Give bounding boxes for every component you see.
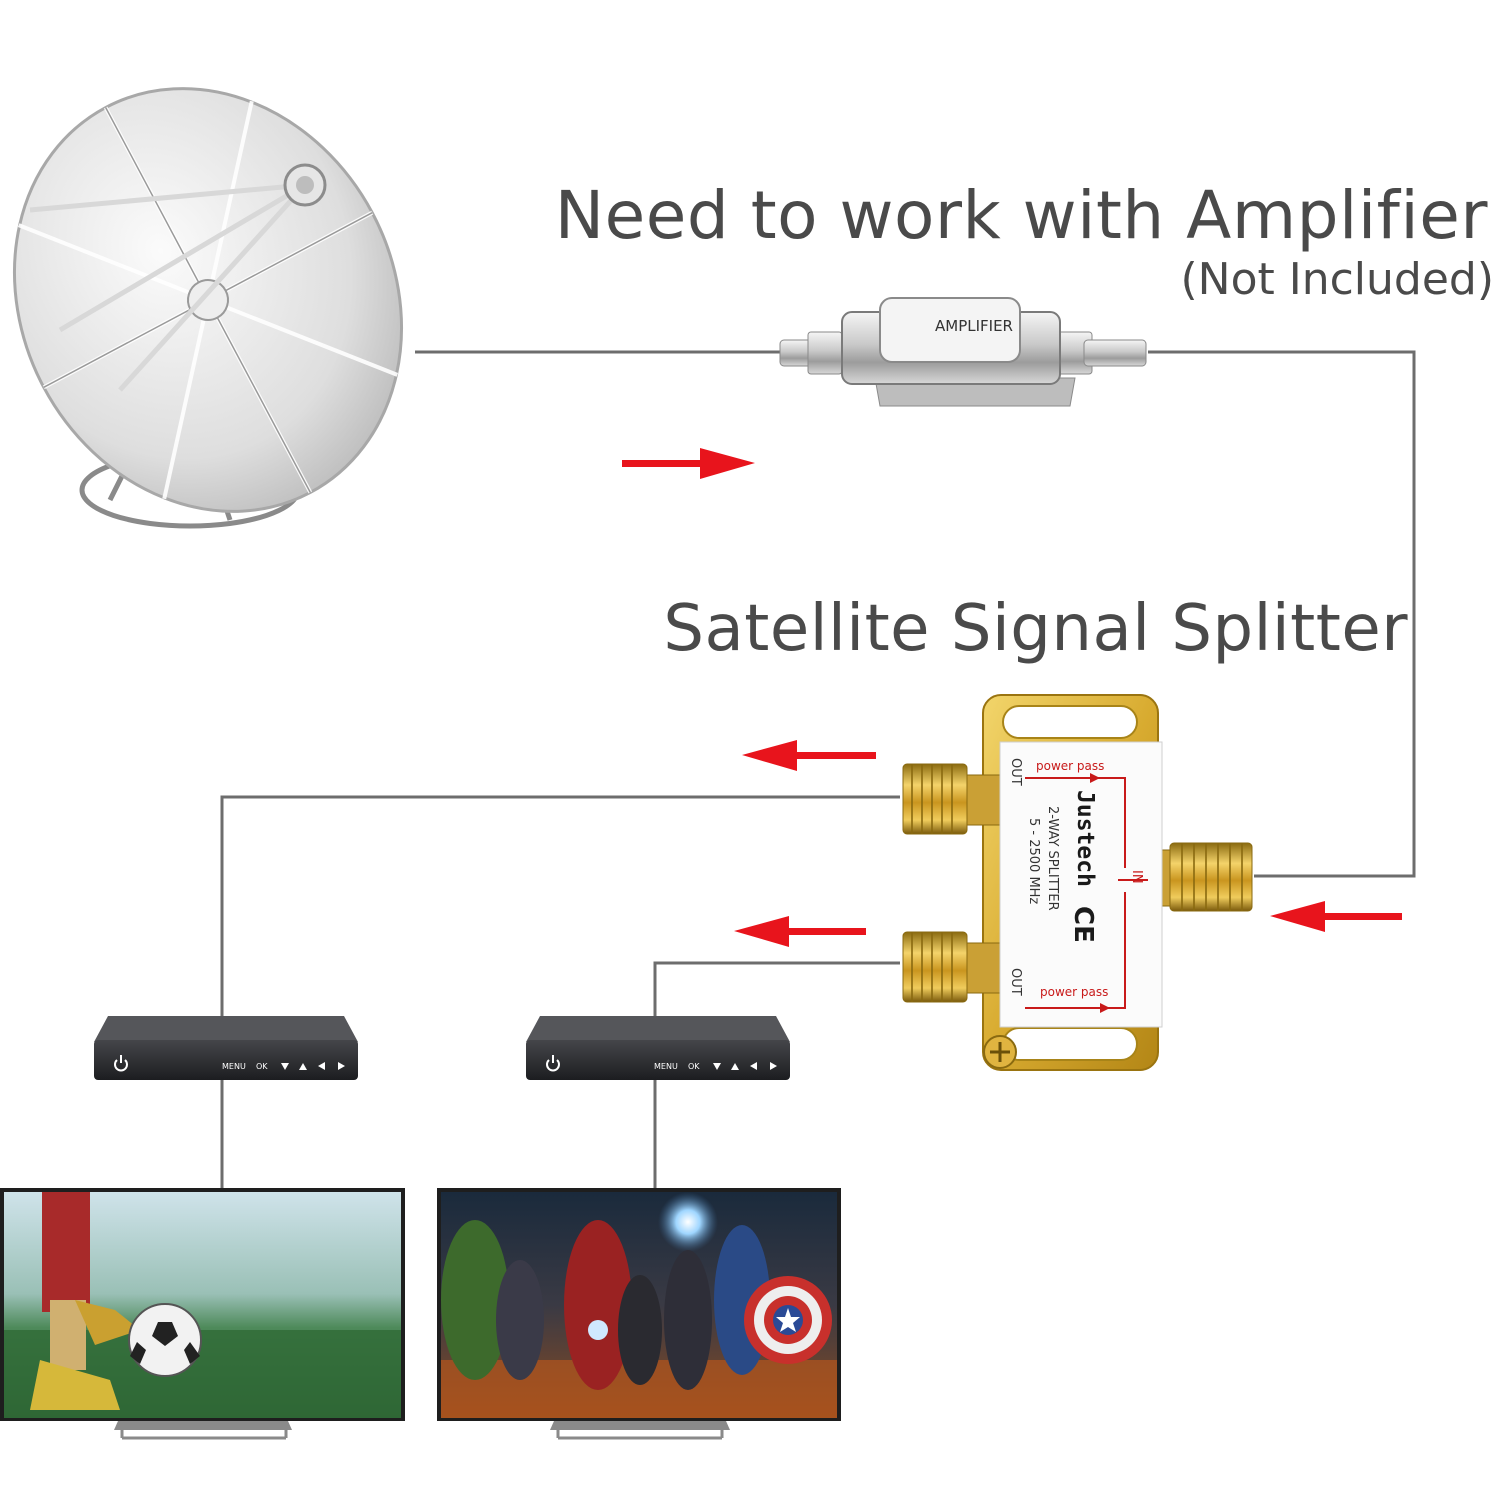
out-port-label-bottom: OUT — [1008, 968, 1023, 996]
amplifier-note: (Not Included) — [1180, 254, 1495, 305]
satellite-dish-icon — [12, 87, 404, 529]
amplifier-device: AMPLIFIER — [779, 297, 1147, 407]
splitter-device: power pass power pass OUT OUT IN Justech… — [902, 694, 1253, 1071]
power-icon — [546, 1055, 560, 1072]
arrow-right-icon — [622, 448, 755, 479]
in-port-label: IN — [1129, 870, 1144, 884]
power-icon — [114, 1055, 128, 1072]
splitter-frequency: 5 - 2500 MHz — [1026, 818, 1041, 904]
arrow-left-icon — [1270, 901, 1402, 932]
splitter-brand: Justech — [1072, 790, 1098, 887]
line-out2-to-receiver2 — [653, 961, 900, 1016]
receiver-box: MENU OK — [526, 1016, 790, 1080]
receiver-box: MENU OK — [94, 1016, 358, 1080]
ok-label: OK — [256, 1062, 268, 1071]
menu-label: MENU — [654, 1062, 678, 1071]
splitter-heading: Satellite Signal Splitter — [663, 592, 1408, 666]
soccer-scene — [4, 1192, 401, 1418]
heroes-scene — [441, 1192, 837, 1418]
out-port-label-top: OUT — [1008, 758, 1023, 786]
arrow-left-icon — [734, 916, 866, 947]
line-out1-to-receiver1 — [220, 795, 900, 1016]
amplifier-heading: Need to work with Amplifier — [554, 177, 1488, 254]
ce-mark: CE — [1068, 906, 1098, 943]
power-pass-label-bottom: power pass — [1040, 985, 1108, 999]
splitter-model: 2-WAY SPLITTER — [1045, 806, 1060, 911]
menu-label: MENU — [222, 1062, 246, 1071]
connection-lines — [220, 350, 1416, 1190]
tv-soccer — [0, 1188, 405, 1440]
power-pass-label-top: power pass — [1036, 759, 1104, 773]
line-amplifier-to-splitter — [1148, 350, 1416, 878]
arrow-left-icon — [742, 740, 876, 771]
amplifier-label: AMPLIFIER — [935, 317, 1013, 335]
ok-label: OK — [688, 1062, 700, 1071]
tv-heroes — [437, 1188, 841, 1440]
